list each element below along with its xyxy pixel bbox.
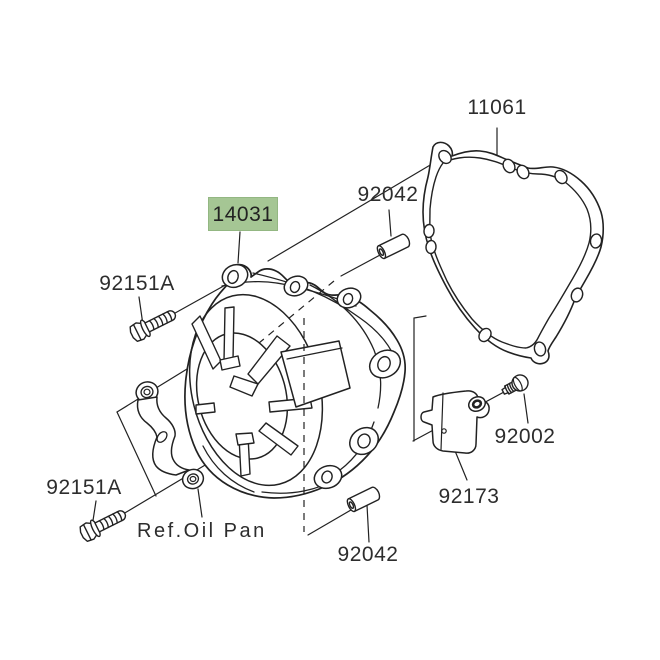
- label-cover-14031-highlighted: 14031: [208, 197, 278, 231]
- cover-pad: [280, 340, 351, 408]
- label-pin-upper-92042: 92042: [357, 183, 419, 206]
- flange-bolt-upper-drawing: [127, 304, 180, 344]
- label-pin-lower-92042: 92042: [337, 543, 399, 566]
- label-gasket-11061: 11061: [467, 96, 527, 119]
- alternator-cover-drawing: [184, 263, 407, 499]
- cover-lug-holes: [227, 269, 391, 484]
- cover-ribs: [191, 306, 313, 477]
- center-axis-dashed-lines: [258, 280, 335, 532]
- dowel-pin-upper-drawing: [374, 231, 413, 261]
- label-screw-92002: 92002: [494, 425, 556, 448]
- sensor-bracket-drawing: [420, 390, 490, 454]
- flange-screw-drawing: [501, 374, 529, 395]
- label-bolt-upper-92151a: 92151A: [99, 272, 175, 295]
- label-bolt-lower-92151a: 92151A: [46, 476, 122, 499]
- oil-pan-bracket-drawing: [135, 381, 205, 490]
- label-ref-oil-pan: Ref.Oil Pan: [137, 520, 267, 542]
- leader-lines: [91, 127, 529, 543]
- gasket-bolt-holes: [423, 149, 603, 357]
- label-bracket-92173: 92173: [438, 485, 500, 508]
- flange-bolt-lower-drawing: [77, 504, 130, 544]
- dowel-pin-lower-drawing: [344, 484, 383, 514]
- gasket-drawing: [422, 141, 605, 365]
